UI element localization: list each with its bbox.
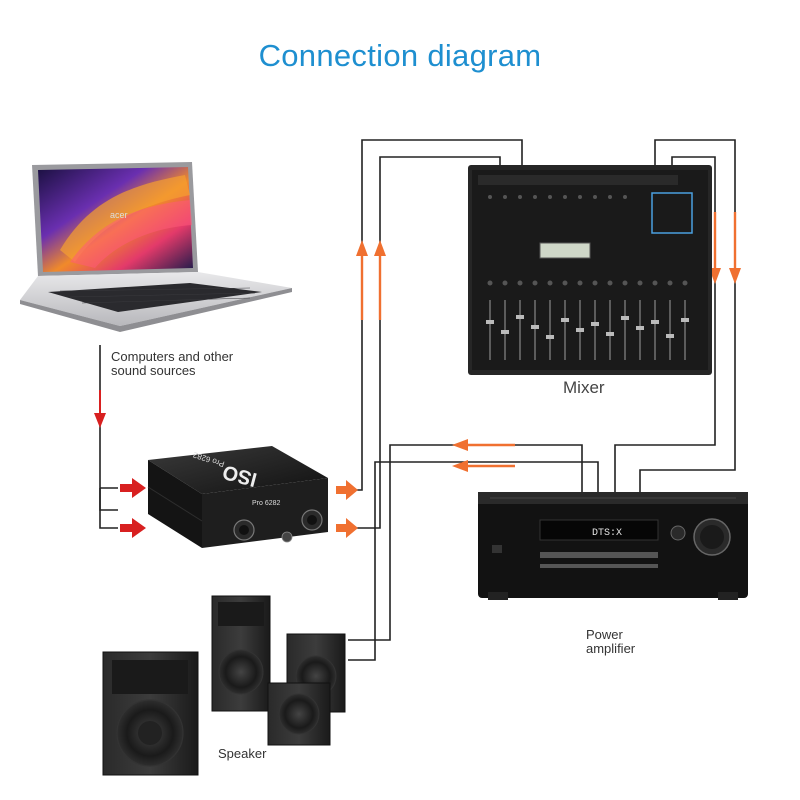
- label-amplifier-line1: Power: [586, 627, 623, 642]
- laptop: acer: [20, 162, 292, 332]
- arrow-into-isolator-2: [120, 518, 146, 538]
- label-amplifier-line2: amplifier: [586, 641, 636, 656]
- mixer-knobs: [487, 195, 688, 286]
- arrow-into-isolator-1: [120, 478, 146, 498]
- arrow-up-mixer-1: [356, 240, 368, 256]
- cable-amp-to-speaker-2: [348, 461, 599, 661]
- isolator-box: ISO Pro 6282 Pro 6282: [147, 446, 328, 548]
- speakers: [102, 595, 346, 776]
- arrow-left-speaker-1: [452, 439, 468, 451]
- cable-isolator-to-mixer-1: [352, 139, 523, 491]
- label-speaker: Speaker: [218, 746, 267, 761]
- arrow-left-speaker-2: [452, 460, 468, 472]
- arrow-up-mixer-2: [374, 240, 386, 256]
- power-amplifier: DTS:X: [478, 492, 748, 600]
- arrow-out-isolator-2: [336, 518, 358, 538]
- receiver-display: DTS:X: [592, 528, 622, 539]
- cable-source-split: [99, 487, 118, 529]
- speaker-tall: [211, 595, 271, 712]
- label-sources: Computers and other sound sources: [111, 350, 233, 378]
- cable-amp-to-speaker-1: [348, 444, 583, 641]
- diagram-title: Connection diagram: [258, 38, 542, 73]
- cable-isolator-to-mixer-2: [352, 156, 501, 529]
- arrow-out-isolator-1: [336, 480, 358, 500]
- label-sources-line1: Computers and other: [111, 349, 234, 364]
- label-mixer: Mixer: [563, 378, 605, 397]
- speaker-large: [102, 651, 199, 776]
- label-sources-line2: sound sources: [111, 363, 196, 378]
- laptop-brand-logo: acer: [110, 210, 128, 220]
- mixer: [468, 165, 712, 375]
- arrow-source-down: [94, 413, 106, 428]
- arrow-down-amp-2: [729, 268, 741, 284]
- isolator-model-front: Pro 6282: [252, 500, 281, 507]
- label-amplifier: Power amplifier: [586, 628, 635, 656]
- cable-mixer-to-amp-2: [614, 156, 716, 492]
- cables: [99, 139, 736, 661]
- cable-mixer-to-amp-1: [639, 139, 736, 492]
- speaker-small-bottom: [267, 682, 331, 746]
